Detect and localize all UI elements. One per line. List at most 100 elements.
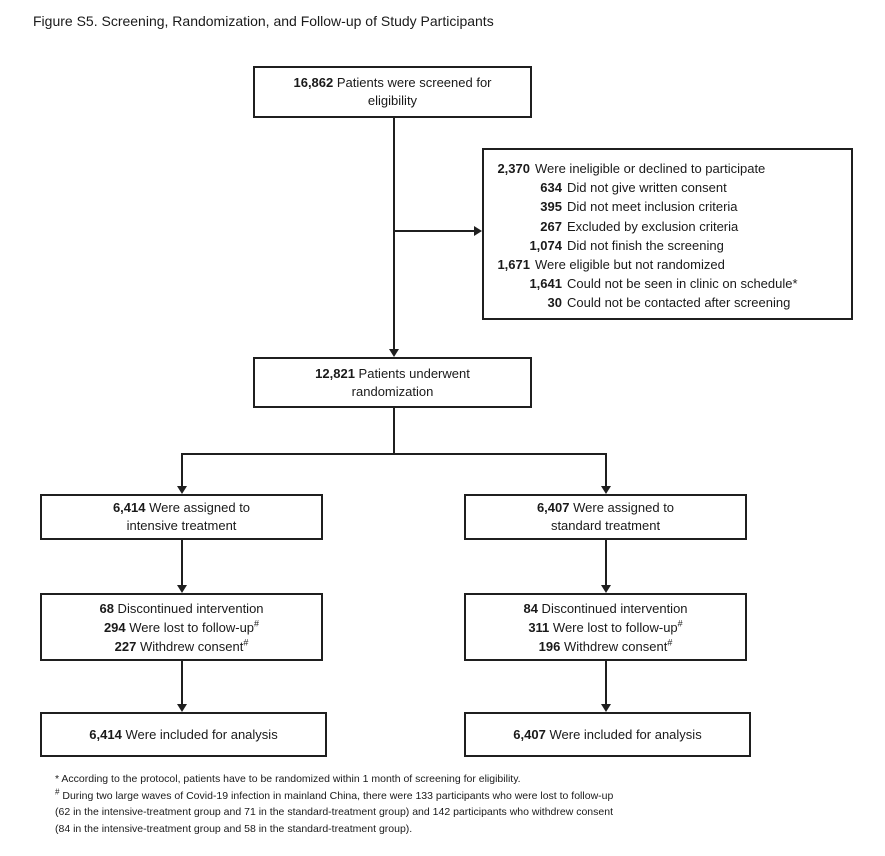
- footnote-line: (62 in the intensive-treatment group and…: [55, 804, 855, 821]
- discontinued-line-count: 294: [103, 619, 126, 635]
- footnote-line: # During two large waves of Covid-19 inf…: [55, 788, 855, 805]
- excluded-line: 1,671 Were eligible but not randomized: [492, 255, 841, 274]
- excluded-line-count: 634: [540, 180, 562, 196]
- footnotes: * According to the protocol, patients ha…: [55, 771, 855, 837]
- footnote-marker: #: [667, 637, 673, 648]
- discontinued-line: 196 Withdrew consent#: [539, 637, 673, 656]
- excluded-line-label: Were ineligible or declined to participa…: [535, 161, 766, 176]
- connector-intensive-analyzed: [181, 661, 183, 704]
- arrowhead-standard-assigned: [601, 486, 611, 494]
- connector-screened-randomized: [393, 118, 395, 350]
- screened-label: Patients were screened for eligibility: [336, 75, 492, 108]
- connector-to-excluded: [393, 230, 474, 232]
- footnote-line-marker: #: [55, 787, 60, 796]
- excluded-line-count: 30: [547, 295, 562, 311]
- discontinued-line-count: 196: [538, 638, 561, 654]
- discontinued-line: 294 Were lost to follow-up#: [104, 618, 259, 637]
- discontinued-line-label: Discontinued intervention: [537, 600, 688, 616]
- footnote-line-text: According to the protocol, patients have…: [59, 773, 521, 785]
- screened-count: 16,862: [293, 75, 334, 90]
- assigned-standard-text: 6,407 Were assigned to standard treatmen…: [531, 499, 681, 535]
- excluded-line: 2,370 Were ineligible or declined to part…: [492, 159, 841, 178]
- excluded-line-count: 395: [540, 199, 562, 215]
- discontinued-line-count: 311: [528, 619, 550, 635]
- excluded-line: 267 Excluded by exclusion criteria: [492, 217, 841, 236]
- randomized-count: 12,821: [315, 365, 355, 381]
- excluded-line-count: 1,641: [529, 276, 562, 292]
- box-analyzed-intensive: 6,414 Were included for analysis: [40, 712, 327, 757]
- randomized-label: Patients underwent randomization: [351, 365, 470, 399]
- connector-intensive-discontinued: [181, 540, 183, 585]
- discontinued-line-count: 84: [523, 600, 538, 616]
- footnote-line-text: (84 in the intensive-treatment group and…: [55, 822, 413, 835]
- excluded-line-label: Did not give written consent: [567, 180, 727, 196]
- arrowhead-intensive-analyzed: [177, 704, 187, 712]
- arrowhead-standard-discontinued: [601, 585, 611, 593]
- excluded-line-label: Excluded by exclusion criteria: [567, 218, 739, 234]
- footnote-marker: #: [677, 618, 683, 629]
- arrowhead-intensive-discontinued: [177, 585, 187, 593]
- box-randomized: 12,821 Patients underwent randomization: [253, 357, 532, 408]
- connector-branch-intensive: [181, 453, 183, 486]
- box-assigned-intensive: 6,414 Were assigned to intensive treatme…: [40, 494, 323, 540]
- footnote-line-marker: *: [55, 773, 60, 785]
- excluded-line-label: Could not be seen in clinic on schedule*: [567, 276, 798, 292]
- footnote-marker: #: [254, 618, 260, 629]
- discontinued-line: 227 Withdrew consent#: [115, 637, 249, 656]
- discontinued-line-label: Were lost to follow-up: [125, 619, 255, 635]
- discontinued-line-label: Withdrew consent: [560, 638, 668, 654]
- discontinued-line-label: Withdrew consent: [136, 638, 244, 654]
- connector-randomized-branch: [393, 408, 395, 454]
- excluded-line: 30 Could not be contacted after screening: [492, 293, 841, 312]
- arrowhead-standard-analyzed: [601, 704, 611, 712]
- excluded-line-count: 1,671: [497, 257, 530, 273]
- excluded-line: 634 Did not give written consent: [492, 178, 841, 197]
- excluded-line: 395 Did not meet inclusion criteria: [492, 197, 841, 216]
- arrowhead-intensive-assigned: [177, 486, 187, 494]
- excluded-line-count: 267: [540, 218, 562, 234]
- assigned-standard-count: 6,407: [536, 500, 570, 515]
- discontinued-line-count: 227: [114, 638, 137, 654]
- discontinued-line: 311 Were lost to follow-up#: [528, 618, 682, 637]
- discontinued-line-label: Were lost to follow-up: [549, 619, 678, 635]
- discontinued-line-count: 68: [99, 600, 114, 616]
- footnote-line: * According to the protocol, patients ha…: [55, 771, 855, 788]
- connector-standard-discontinued: [605, 540, 607, 585]
- analyzed-standard-text: 6,407 Were included for analysis: [513, 726, 701, 744]
- randomized-text: 12,821 Patients underwent randomization: [305, 365, 480, 401]
- analyzed-intensive-text: 6,414 Were included for analysis: [89, 726, 277, 744]
- footnote-line: (84 in the intensive-treatment group and…: [55, 821, 855, 838]
- connector-standard-analyzed: [605, 661, 607, 704]
- excluded-line-count: 1,074: [529, 237, 562, 253]
- excluded-line: 1,641 Could not be seen in clinic on sche…: [492, 274, 841, 293]
- excluded-line: 1,074 Did not finish the screening: [492, 236, 841, 255]
- figure-title: Figure S5. Screening, Randomization, and…: [33, 13, 494, 29]
- box-screened: 16,862 Patients were screened for eligib…: [253, 66, 532, 118]
- connector-branch-standard: [605, 453, 607, 486]
- assigned-intensive-count: 6,414: [112, 500, 146, 515]
- excluded-line-count: 2,370: [497, 161, 530, 176]
- discontinued-line: 68 Discontinued intervention: [99, 599, 263, 618]
- branch-horizontal: [181, 453, 607, 455]
- box-assigned-standard: 6,407 Were assigned to standard treatmen…: [464, 494, 747, 540]
- discontinued-line-label: Discontinued intervention: [113, 600, 264, 616]
- analyzed-standard-label: Were included for analysis: [549, 726, 702, 742]
- excluded-line-label: Did not meet inclusion criteria: [567, 199, 738, 215]
- discontinued-line: 84 Discontinued intervention: [523, 599, 687, 618]
- assigned-intensive-label: Were assigned to intensive treatment: [126, 500, 251, 533]
- analyzed-standard-count: 6,407: [513, 726, 546, 742]
- excluded-line-label: Were eligible but not randomized: [535, 257, 725, 273]
- arrowhead-randomized: [389, 349, 399, 357]
- assigned-standard-label: Were assigned to standard treatment: [550, 500, 675, 533]
- excluded-lines: 2,370 Were ineligible or declined to part…: [492, 159, 841, 313]
- excluded-line-label: Did not finish the screening: [567, 237, 724, 253]
- footnote-marker: #: [243, 637, 249, 648]
- assigned-intensive-text: 6,414 Were assigned to intensive treatme…: [107, 499, 257, 535]
- excluded-line-label: Could not be contacted after screening: [567, 295, 791, 311]
- footnote-line-text: During two large waves of Covid-19 infec…: [59, 789, 614, 802]
- box-analyzed-standard: 6,407 Were included for analysis: [464, 712, 751, 757]
- analyzed-intensive-label: Were included for analysis: [125, 726, 278, 742]
